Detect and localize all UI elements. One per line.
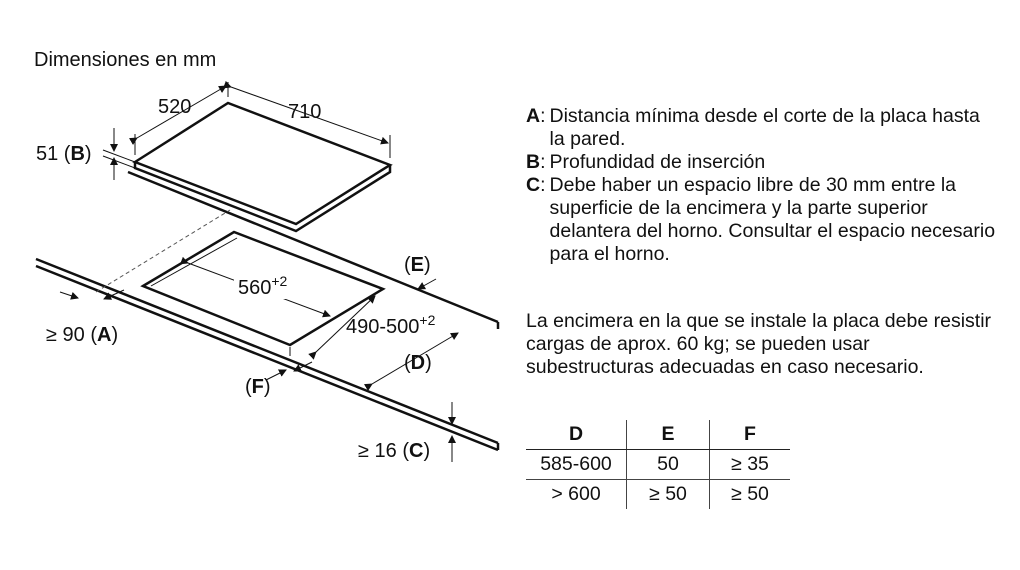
table-header: E [626,420,710,450]
dim-f: (F) [245,361,313,398]
table-header: D [526,420,627,450]
projection-dashed-line [95,209,231,293]
hob-drawing [132,101,393,233]
note-a: A: Distancia mínima desde el corte de la… [526,105,996,151]
dim-490-label: 490-500+2 [346,312,436,338]
label-f: (F) [245,376,271,398]
note-key: A [526,105,541,127]
dimension-table: D E F 585-600 50 ≥ 35 > 600 ≥ 50 ≥ 50 [526,420,790,509]
table-cell: > 600 [551,483,601,505]
dim-90-label: ≥ 90 (A) [46,324,118,346]
table-header-row: D E F [526,420,790,450]
note-key: B [526,151,541,173]
dim-710-label: 710 [288,101,321,123]
note-text: Debe haber un espacio libre de 30 mm ent… [549,174,996,265]
table-header: F [709,420,790,450]
label-d: (D) [404,352,432,374]
note-text: Distancia mínima desde el corte de la pl… [549,105,980,150]
dim-710: 710 [223,80,391,158]
note-b: B: Profundidad de inserción [526,151,996,174]
dim-16-c: ≥ 16 (C) [358,402,456,462]
legend-notes: A: Distancia mínima desde el corte de la… [526,105,996,266]
dim-51-label: 51 (B) [36,143,92,165]
note-text: Profundidad de inserción [549,151,766,173]
dim-560: 560+2 [180,256,331,318]
table-cell: 585-600 [526,449,627,480]
dim-90-a: ≥ 90 (A) [46,289,125,346]
dim-520-label: 520 [158,96,191,118]
table-row: 585-600 50 ≥ 35 [526,449,790,480]
dim-560-label: 560+2 [238,273,288,299]
dim-16-label: ≥ 16 (C) [358,440,430,462]
hob-top-surface [132,101,393,226]
label-e: (E) [404,254,431,276]
load-requirement-text: La encimera en la que se instale la plac… [526,310,992,378]
dim-d: (D) [363,332,459,392]
table-cell: ≥ 35 [709,449,790,480]
table-row: > 600 ≥ 50 ≥ 50 [526,479,790,509]
countertop-drawing [35,170,500,452]
installation-diagram: 520 710 51 (B) 560+2 490-500+2 [35,80,500,462]
table-cell: ≥ 50 [626,479,710,509]
diagram-title: Dimensiones en mm [34,49,217,71]
note-key: C [526,174,541,196]
table-cell: ≥ 50 [709,479,790,509]
note-c: C: Debe haber un espacio libre de 30 mm … [526,174,996,265]
dim-e: (E) [404,254,437,290]
table-cell: 50 [626,449,710,480]
dim-51-b: 51 (B) [36,128,136,180]
hob-front-edge [133,162,392,233]
